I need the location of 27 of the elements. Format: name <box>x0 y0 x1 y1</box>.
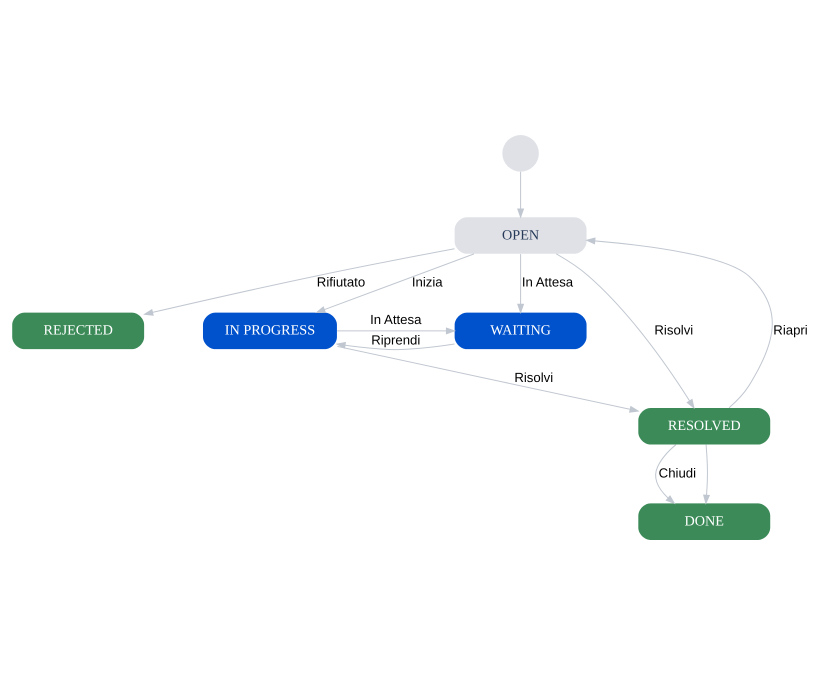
edge-label: Rifiutato <box>316 274 366 290</box>
edge-label: Chiudi <box>658 465 696 480</box>
edge-label: Riprendi <box>371 332 420 348</box>
edge-label: Risolvi <box>654 322 694 338</box>
node-box: IN PROGRESS <box>202 312 337 350</box>
edge-label: In Attesa <box>370 312 422 328</box>
node-box: WAITING <box>454 312 587 350</box>
arrow <box>556 253 695 410</box>
arrow <box>655 444 676 504</box>
edge-label: Risolvi <box>514 370 554 386</box>
arrow <box>585 237 773 408</box>
edge-label: Riapri <box>773 322 808 338</box>
arrow <box>517 172 524 219</box>
arrow <box>315 253 474 314</box>
arrow <box>335 342 455 350</box>
arrow <box>517 254 524 314</box>
arrow <box>337 346 640 413</box>
node-circle <box>502 135 539 172</box>
arrow <box>337 327 456 334</box>
arrow <box>143 248 455 316</box>
edge-label: Inizia <box>412 274 443 290</box>
node-box: REJECTED <box>12 312 144 350</box>
node-box: DONE <box>638 503 770 540</box>
node-box: RESOLVED <box>638 408 770 445</box>
node-box: OPEN <box>454 217 587 254</box>
arrow <box>703 444 710 505</box>
edge-label: In Attesa <box>522 274 574 290</box>
